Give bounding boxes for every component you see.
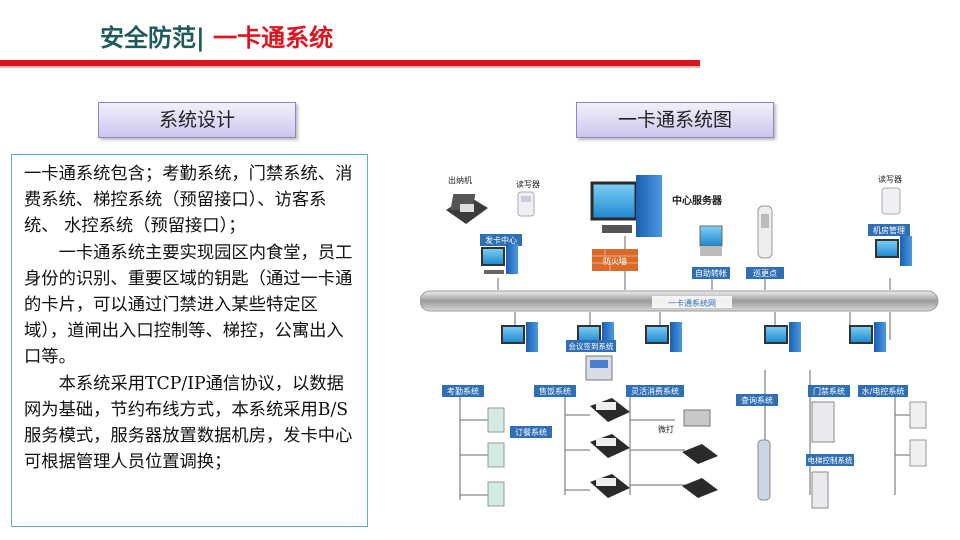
attendance-computer-icon	[501, 322, 538, 352]
kiosk-icon	[699, 225, 723, 256]
cash-machine-icon	[446, 194, 488, 224]
attendance-device-icon	[487, 481, 505, 507]
door-controller-icon	[811, 401, 835, 443]
micro-printer-label: 微打	[658, 424, 674, 434]
firewall-label: 防火墙	[603, 256, 627, 266]
pos-terminal-icon	[682, 444, 718, 464]
system-diagram-tab: 一卡通系统图	[576, 102, 774, 138]
sales-label: 售饭系统	[539, 386, 571, 396]
paragraph-1: 一卡通系统包含；考勤系统，门禁系统、消费系统、梯控系统（预留接口）、访客系统、 …	[24, 164, 353, 237]
door-label: 门禁系统	[813, 386, 845, 396]
query-computer-icon	[764, 322, 801, 352]
water-meter-icon	[909, 439, 927, 467]
server-label: 中心服务器	[672, 194, 723, 207]
attendance-device-icon	[487, 407, 505, 433]
water-label: 水/电控系统	[862, 386, 905, 396]
server-computer-icon	[590, 175, 662, 237]
query-kiosk-icon	[757, 439, 771, 501]
title-divider	[0, 60, 700, 66]
attendance-label: 考勤系统	[447, 386, 479, 396]
attendance-device-icon	[487, 442, 505, 468]
title-topic: 一卡通系统	[213, 24, 334, 52]
water-computer-icon	[849, 322, 886, 352]
system-diagram: 一卡通系统网 出纳机 读写器 发卡中心 中心服务器 防火墙	[419, 150, 960, 520]
card-reader-icon	[517, 191, 535, 217]
paragraph-2: 一卡通系统主要实现园区内食堂，员工身份的识别、重要区域的钥匙（通过一卡通的卡片，…	[24, 242, 353, 368]
pos-terminal-icon	[590, 398, 630, 422]
machine-room-label: 机房管理	[873, 225, 905, 235]
paragraph-3: 本系统采用TCP/IP通信协议，以数据网为基础，节约布线方式，本系统采用B/S服…	[24, 373, 353, 473]
water-meter-icon	[909, 401, 927, 429]
machine-room-computer-icon	[875, 236, 912, 266]
meeting-label: 会议签到系统	[569, 341, 614, 351]
title-divider-shadow	[0, 66, 700, 68]
micro-printer-icon	[683, 409, 711, 427]
pos-terminal-icon	[590, 474, 630, 498]
card-center-computer-icon	[481, 244, 518, 274]
system-design-tab: 系统设计	[98, 102, 296, 138]
card-center-label: 发卡中心	[485, 235, 517, 245]
title-section: 安全防范|	[100, 24, 205, 52]
page-title: 安全防范| 一卡通系统	[100, 18, 333, 53]
consumption-computer-icon	[645, 322, 682, 352]
patrol-device-icon	[757, 205, 773, 259]
firewall-icon	[592, 249, 638, 271]
query-label: 查询系统	[741, 395, 773, 405]
network-label: 一卡通系统网	[668, 298, 716, 308]
card-reader-right-icon	[881, 187, 901, 215]
self-service-label: 自助转帐	[695, 268, 727, 278]
elevator-label: 电梯控制系统	[808, 455, 853, 465]
meal-label: 订餐系统	[515, 427, 547, 437]
patrol-label: 巡更点	[753, 268, 777, 278]
consumption-label: 灵活消费系统	[631, 386, 679, 396]
description-box: 一卡通系统包含；考勤系统，门禁系统、消费系统、梯控系统（预留接口）、访客系统、 …	[11, 154, 368, 527]
pos-terminal-icon	[590, 434, 630, 458]
reader-right-label: 读写器	[878, 174, 902, 184]
reader-left-label: 读写器	[516, 179, 540, 189]
pos-terminal-icon	[682, 478, 718, 498]
elevator-controller-icon	[811, 471, 829, 509]
issuer-label: 出纳机	[448, 175, 472, 185]
